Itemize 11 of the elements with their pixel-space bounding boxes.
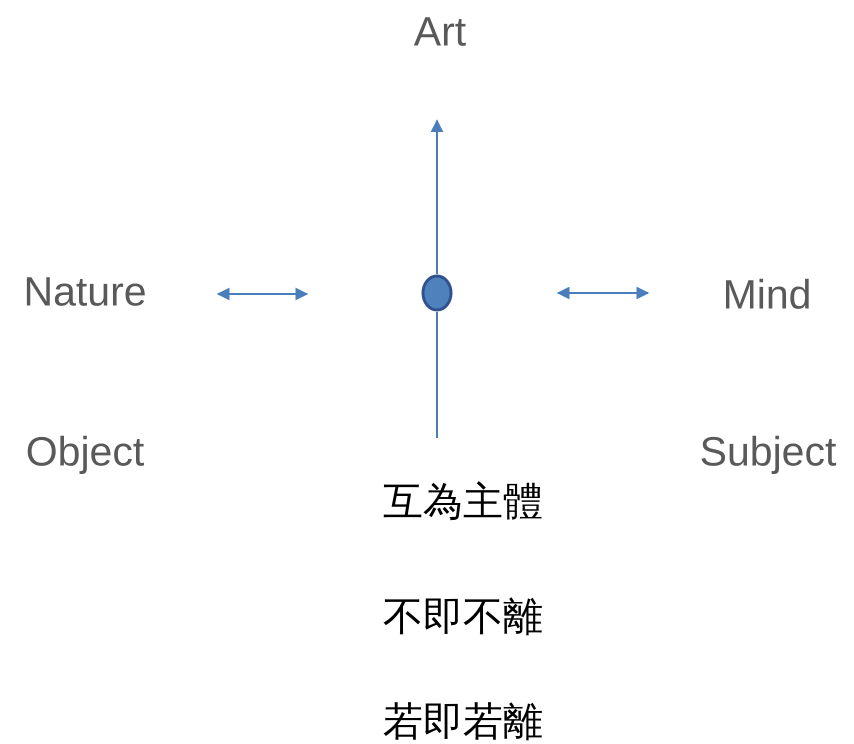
connector-line bbox=[436, 312, 438, 438]
word-label: 不即不離 bbox=[383, 595, 543, 639]
center-dot bbox=[421, 274, 453, 312]
word-label: Art bbox=[414, 9, 466, 55]
word-label: Nature bbox=[23, 269, 147, 315]
arrow bbox=[430, 119, 444, 274]
word-label: Mind bbox=[722, 272, 812, 318]
word-label: 若即若離 bbox=[383, 700, 543, 744]
word-label: 互為主體 bbox=[383, 480, 543, 524]
word-label: Object bbox=[26, 429, 144, 475]
word-label: Subject bbox=[700, 429, 836, 475]
